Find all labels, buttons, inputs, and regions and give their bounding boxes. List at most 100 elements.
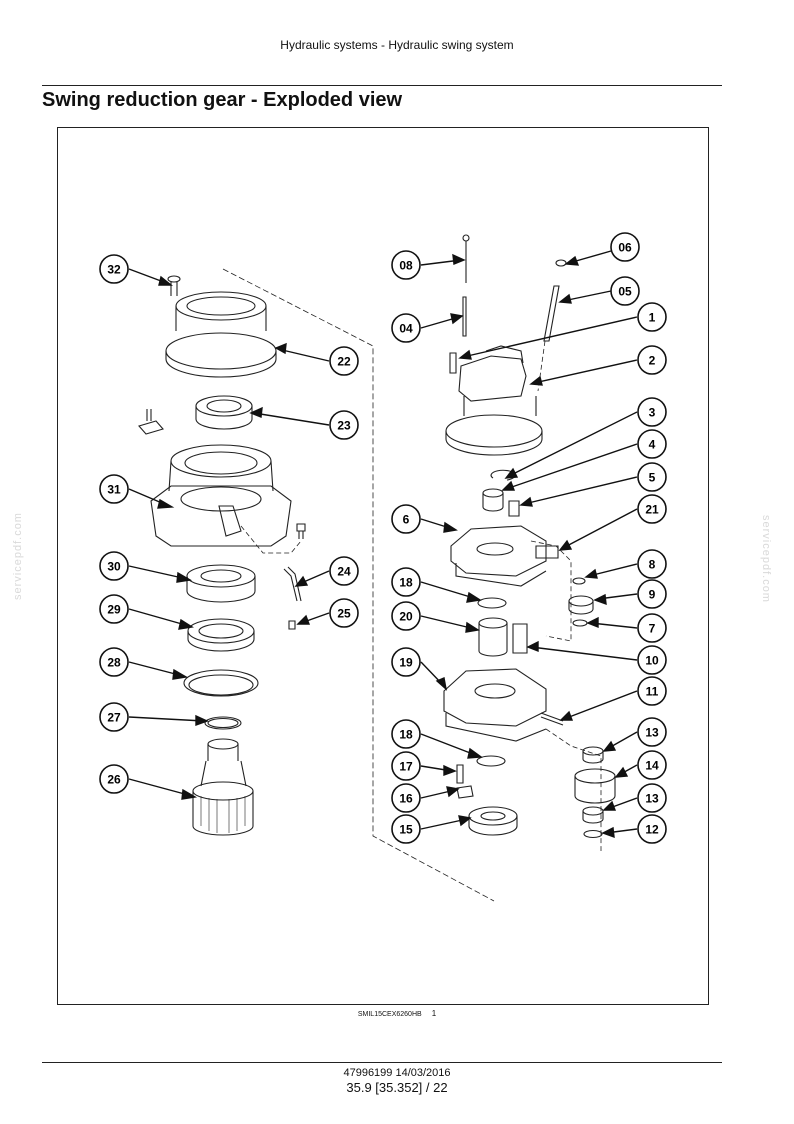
callout-label: 08 <box>399 259 413 273</box>
callout-circle <box>391 601 421 631</box>
callout-label: 06 <box>618 241 632 255</box>
callout-circle <box>637 302 667 332</box>
callout-circle <box>329 556 359 586</box>
callout-label: 26 <box>107 773 121 787</box>
callout-18: 18 <box>391 567 421 597</box>
callout-circle <box>637 494 667 524</box>
callout-28: 28 <box>99 647 129 677</box>
callout-label: 13 <box>645 792 659 806</box>
callout-label: 12 <box>645 823 659 837</box>
callout-label: 10 <box>645 654 659 668</box>
footer-rule <box>42 1062 722 1063</box>
callout-label: 1 <box>649 311 656 325</box>
callout-05: 05 <box>610 276 640 306</box>
figure-caption: SMIL15CEX6260HB 1 <box>0 1009 794 1018</box>
callout-circle <box>391 814 421 844</box>
callout-label: 28 <box>107 656 121 670</box>
callout-circle <box>610 232 640 262</box>
callout-label: 27 <box>107 711 121 725</box>
callout-label: 6 <box>403 513 410 527</box>
callout-22: 22 <box>329 346 359 376</box>
callout-label: 5 <box>649 471 656 485</box>
callout-circle <box>637 579 667 609</box>
callout-label: 4 <box>649 438 656 452</box>
callout-circle <box>391 567 421 597</box>
watermark-left: servicepdf.com <box>12 512 24 600</box>
watermark-right: servicepdf.com <box>760 515 772 603</box>
callout-circle <box>391 647 421 677</box>
callout-label: 23 <box>337 419 351 433</box>
figure-code: SMIL15CEX6260HB <box>357 1011 422 1018</box>
callout-circle <box>329 598 359 628</box>
callout-circle <box>637 783 667 813</box>
callout-2: 2 <box>637 345 667 375</box>
callout-circle <box>391 250 421 280</box>
callout-circle <box>637 750 667 780</box>
callout-circle <box>99 702 129 732</box>
callout-label: 04 <box>399 322 413 336</box>
callout-circle <box>99 764 129 794</box>
page-title: Swing reduction gear - Exploded view <box>42 89 403 111</box>
callout-circle <box>637 645 667 675</box>
callout-7: 7 <box>637 613 667 643</box>
callout-label: 25 <box>337 607 351 621</box>
callout-label: 19 <box>399 656 413 670</box>
callout-19: 19 <box>391 647 421 677</box>
callout-29: 29 <box>99 594 129 624</box>
callout-3: 3 <box>637 397 667 427</box>
footer-doc-date: 47996199 14/03/2016 <box>343 1067 451 1079</box>
callout-label: 22 <box>337 355 351 369</box>
callout-circle <box>637 549 667 579</box>
callout-label: 05 <box>618 285 632 299</box>
callout-label: 21 <box>645 503 659 517</box>
callout-16: 16 <box>391 783 421 813</box>
page-header: Hydraulic systems - Hydraulic swing syst… <box>280 38 514 52</box>
callout-12: 12 <box>637 814 667 844</box>
callout-label: 15 <box>399 823 413 837</box>
callout-circle <box>329 410 359 440</box>
callout-circle <box>637 676 667 706</box>
callout-circle <box>99 254 129 284</box>
callout-18: 18 <box>391 719 421 749</box>
callout-6: 6 <box>391 504 421 534</box>
callout-label: 11 <box>646 685 659 699</box>
callout-circle <box>637 345 667 375</box>
callout-circle <box>637 814 667 844</box>
callout-1: 1 <box>637 302 667 332</box>
callout-4: 4 <box>637 429 667 459</box>
callout-label: 17 <box>399 760 413 774</box>
callout-label: 24 <box>337 565 351 579</box>
callout-label: 20 <box>399 610 413 624</box>
callout-circle <box>391 504 421 534</box>
callout-23: 23 <box>329 410 359 440</box>
callout-15: 15 <box>391 814 421 844</box>
callout-04: 04 <box>391 313 421 343</box>
callout-label: 7 <box>649 622 656 636</box>
footer-page-ref: 35.9 [35.352] / 22 <box>346 1080 448 1095</box>
callout-label: 14 <box>645 759 659 773</box>
callout-circle <box>391 313 421 343</box>
callout-circle <box>391 783 421 813</box>
callout-label: 8 <box>649 558 656 572</box>
callout-08: 08 <box>391 250 421 280</box>
callout-label: 32 <box>107 263 121 277</box>
callout-13: 13 <box>637 717 667 747</box>
callout-circle <box>637 397 667 427</box>
callout-5: 5 <box>637 462 667 492</box>
callout-label: 18 <box>399 728 413 742</box>
callout-circle <box>637 429 667 459</box>
callout-label: 16 <box>399 792 413 806</box>
callout-13: 13 <box>637 783 667 813</box>
callout-25: 25 <box>329 598 359 628</box>
callout-8: 8 <box>637 549 667 579</box>
figure-number: 1 <box>431 1009 437 1018</box>
callout-31: 31 <box>99 474 129 504</box>
callout-27: 27 <box>99 702 129 732</box>
exploded-view-drawing: 3222233130292827262425080605041234562189… <box>99 232 667 902</box>
callout-20: 20 <box>391 601 421 631</box>
callout-11: 11 <box>637 676 667 706</box>
callout-14: 14 <box>637 750 667 780</box>
callout-label: 3 <box>649 406 656 420</box>
callout-24: 24 <box>329 556 359 586</box>
callout-circle <box>99 551 129 581</box>
